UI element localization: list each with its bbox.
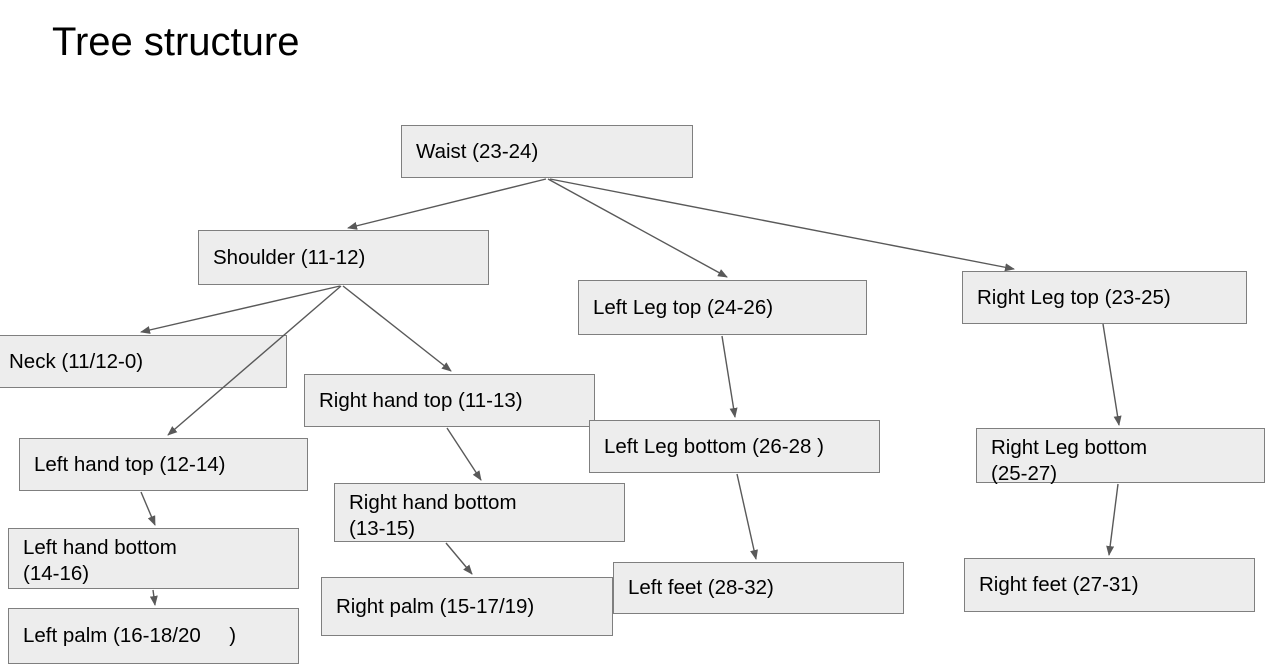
node-right-feet[interactable]: Right feet (27-31): [964, 558, 1255, 612]
node-left-leg-bottom-label: Left Leg bottom (26-28 ): [604, 434, 824, 458]
node-left-leg-bottom[interactable]: Left Leg bottom (26-28 ): [589, 420, 880, 473]
node-left-leg-top-label: Left Leg top (24-26): [593, 295, 774, 319]
node-left-hand-top[interactable]: Left hand top (12-14): [19, 438, 308, 491]
node-right-hand-top-label: Right hand top (11-13): [319, 388, 523, 412]
node-left-hand-bottom-label: Left hand bottom (14-16): [23, 536, 177, 585]
node-neck[interactable]: Neck (11/12-0): [0, 335, 287, 388]
node-left-palm-label: Left palm (16-18/20 ): [23, 624, 237, 647]
node-left-feet[interactable]: Left feet (28-32): [613, 562, 904, 614]
node-right-leg-bottom[interactable]: Right Leg bottom (25-27): [976, 428, 1265, 485]
node-right-palm[interactable]: Right palm (15-17/19): [321, 577, 613, 636]
page-title: Tree structure: [52, 20, 300, 64]
node-right-hand-bottom-label: Right hand bottom (13-15): [349, 491, 517, 540]
node-neck-label: Neck (11/12-0): [9, 349, 144, 373]
node-shoulder-label: Shoulder (11-12): [213, 245, 366, 269]
node-shoulder[interactable]: Shoulder (11-12): [198, 230, 489, 285]
node-left-leg-top[interactable]: Left Leg top (24-26): [578, 280, 867, 335]
node-waist[interactable]: Waist (23-24): [401, 125, 693, 178]
node-right-leg-top[interactable]: Right Leg top (23-25): [962, 271, 1247, 324]
node-left-hand-top-label: Left hand top (12-14): [34, 452, 226, 476]
node-left-feet-label: Left feet (28-32): [628, 576, 774, 599]
node-right-hand-bottom[interactable]: Right hand bottom (13-15): [334, 483, 625, 542]
node-waist-label: Waist (23-24): [416, 139, 539, 163]
node-right-leg-top-label: Right Leg top (23-25): [977, 285, 1171, 309]
node-right-feet-label: Right feet (27-31): [979, 573, 1139, 596]
node-right-hand-top[interactable]: Right hand top (11-13): [304, 374, 595, 427]
node-left-hand-bottom[interactable]: Left hand bottom (14-16): [8, 528, 299, 589]
node-right-leg-bottom-label: Right Leg bottom (25-27): [991, 436, 1148, 485]
node-left-palm[interactable]: Left palm (16-18/20 ): [8, 608, 299, 664]
node-right-palm-label: Right palm (15-17/19): [336, 594, 535, 618]
